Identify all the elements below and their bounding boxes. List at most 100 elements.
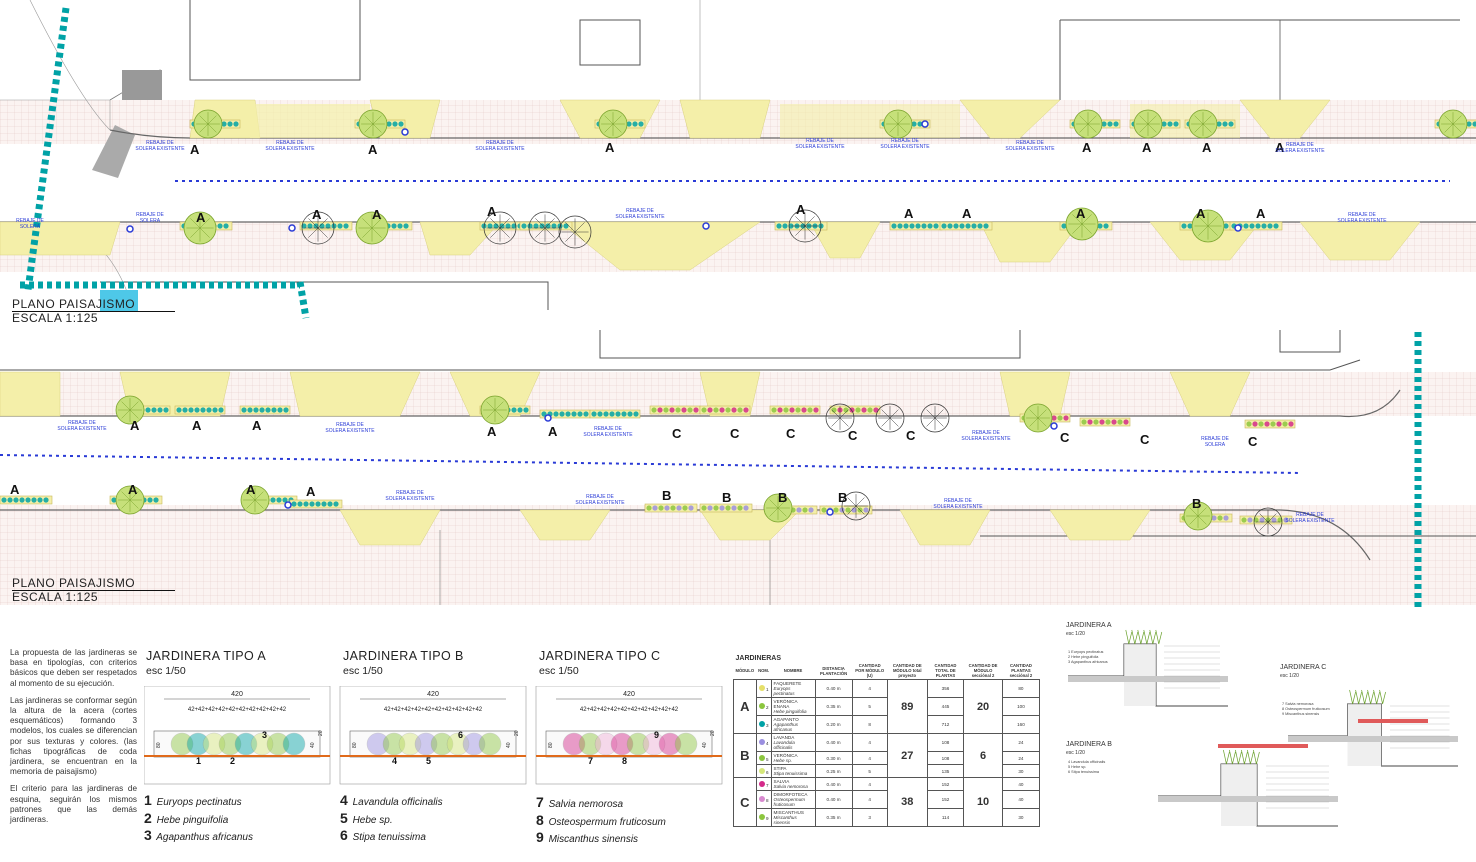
plant-dot: [651, 407, 657, 413]
tree-branch: [926, 417, 936, 427]
planter-code: C: [786, 426, 796, 441]
section-b-species: 4 Lavandula officinalis 5 Hebe sp. 6 Sti…: [1068, 760, 1105, 775]
plant-dot: [953, 223, 959, 229]
plant-dot: [511, 223, 517, 229]
street-label: SOLERA EXISTENTE: [265, 146, 315, 152]
plant-dot: [725, 505, 731, 511]
jardinera-c-scale: esc 1/50: [539, 665, 579, 677]
section-a-item-3: 3 Agapanthus africanus: [1068, 660, 1108, 664]
species-2: 2 Hebe pinguifolia: [144, 809, 229, 826]
jardinera-b-scale: esc 1/50: [343, 665, 383, 677]
ramp-yellow: [0, 371, 61, 417]
plant-dot: [553, 411, 559, 417]
planter-code: A: [487, 204, 497, 219]
tree-branch: [565, 231, 576, 242]
tree-branch: [769, 499, 779, 509]
plant-dot: [333, 501, 339, 507]
jardinera-b-title: JARDINERA TIPO B: [343, 649, 464, 663]
tree-branch: [490, 227, 501, 238]
planter-code: A: [246, 482, 256, 497]
plant-dot: [632, 121, 638, 127]
plant-dot: [223, 223, 229, 229]
ramp-yellow: [1049, 509, 1151, 541]
plant-dot: [719, 407, 725, 413]
table-header: DISTANCIA PLANTACIÓN: [815, 662, 853, 680]
plant-dot: [1243, 223, 1249, 229]
section-plants: 30: [1001, 764, 1041, 778]
plant-dot: [1117, 419, 1123, 425]
tree-branch: [254, 499, 264, 509]
tree-canopy: [483, 211, 517, 245]
planter-code: C: [1060, 430, 1070, 445]
section-a-species: 1 Euryops pectinatus 2 Hebe pinguifolia …: [1068, 650, 1108, 665]
tree-branch: [855, 497, 865, 507]
tree-branch: [574, 231, 585, 242]
street-label: SOLERA EXISTENTE: [615, 214, 665, 220]
planter-code: A: [548, 424, 558, 439]
plant-dot: [670, 505, 676, 511]
street-label: REBAJE DE: [891, 138, 919, 144]
plan-2-scale: ESCALA 1:125: [12, 590, 99, 604]
plant-dot: [808, 507, 814, 513]
street-label: REBAJE DE: [276, 140, 304, 146]
grass-blade: [1373, 689, 1380, 705]
plant-dot: [307, 223, 313, 229]
tree-canopy: [788, 209, 822, 243]
tree-branch: [831, 417, 841, 427]
tree-branch: [1207, 216, 1218, 227]
plant-dot: [688, 505, 694, 511]
table-header: CANTIDAD DE MÓDULO secciónal 2: [963, 662, 1003, 680]
plant-dot: [743, 505, 749, 511]
street-label: SOLERA EXISTENTE: [795, 144, 845, 150]
plant-dot: [1107, 121, 1113, 127]
street-label: SOLERA EXISTENTE: [325, 428, 375, 434]
drain-icon: [702, 222, 710, 230]
plant-dot: [687, 407, 693, 413]
plant-dot: [658, 505, 664, 511]
plant-dot: [664, 505, 670, 511]
street-label: SOLERA EXISTENTE: [583, 432, 633, 438]
tree-branch: [847, 505, 857, 515]
plant-number: 3: [755, 715, 772, 734]
tree-branch: [499, 218, 510, 229]
section-c-item-1: 7 Salvia nemorosa: [1282, 702, 1314, 706]
section-plants: 160: [1001, 715, 1041, 734]
plant-dot: [1057, 415, 1063, 421]
street-label: REBAJE DE: [972, 430, 1000, 436]
plant-dot: [633, 411, 639, 417]
plant-dot: [626, 121, 632, 127]
plant-dot: [795, 407, 801, 413]
tree-branch: [362, 218, 373, 229]
tree-branch: [494, 401, 504, 411]
tree-branch: [535, 218, 546, 229]
soil-fill: [1124, 644, 1156, 706]
tree-branch: [1259, 521, 1269, 531]
plant-dot: [1097, 223, 1103, 229]
tree-branch: [804, 216, 815, 227]
table-header: CANTIDAD PLANTAS secciónal 2: [1002, 662, 1040, 680]
plant-dot: [1103, 223, 1109, 229]
plant-dot: [1087, 419, 1093, 425]
grass-blade: [1143, 629, 1151, 645]
plant-dot: [565, 411, 571, 417]
plant-dot: [782, 223, 788, 229]
grass-blade: [1367, 689, 1374, 705]
plant-dot: [523, 407, 529, 413]
tree-canopy: [1253, 507, 1283, 537]
plant-dot: [1249, 223, 1255, 229]
plant-dot: [725, 407, 731, 413]
plant-dot: [801, 407, 807, 413]
drain-icon: [126, 225, 134, 233]
tree-branch: [372, 123, 382, 133]
plant-dot: [511, 407, 517, 413]
plant-dot: [941, 223, 947, 229]
tree-branch: [129, 409, 139, 419]
marker: 9: [654, 730, 659, 740]
tree-branch: [308, 218, 319, 229]
table-cell: 4: [851, 733, 888, 752]
planter-code: A: [1196, 206, 1206, 221]
tree-branch: [926, 409, 936, 419]
